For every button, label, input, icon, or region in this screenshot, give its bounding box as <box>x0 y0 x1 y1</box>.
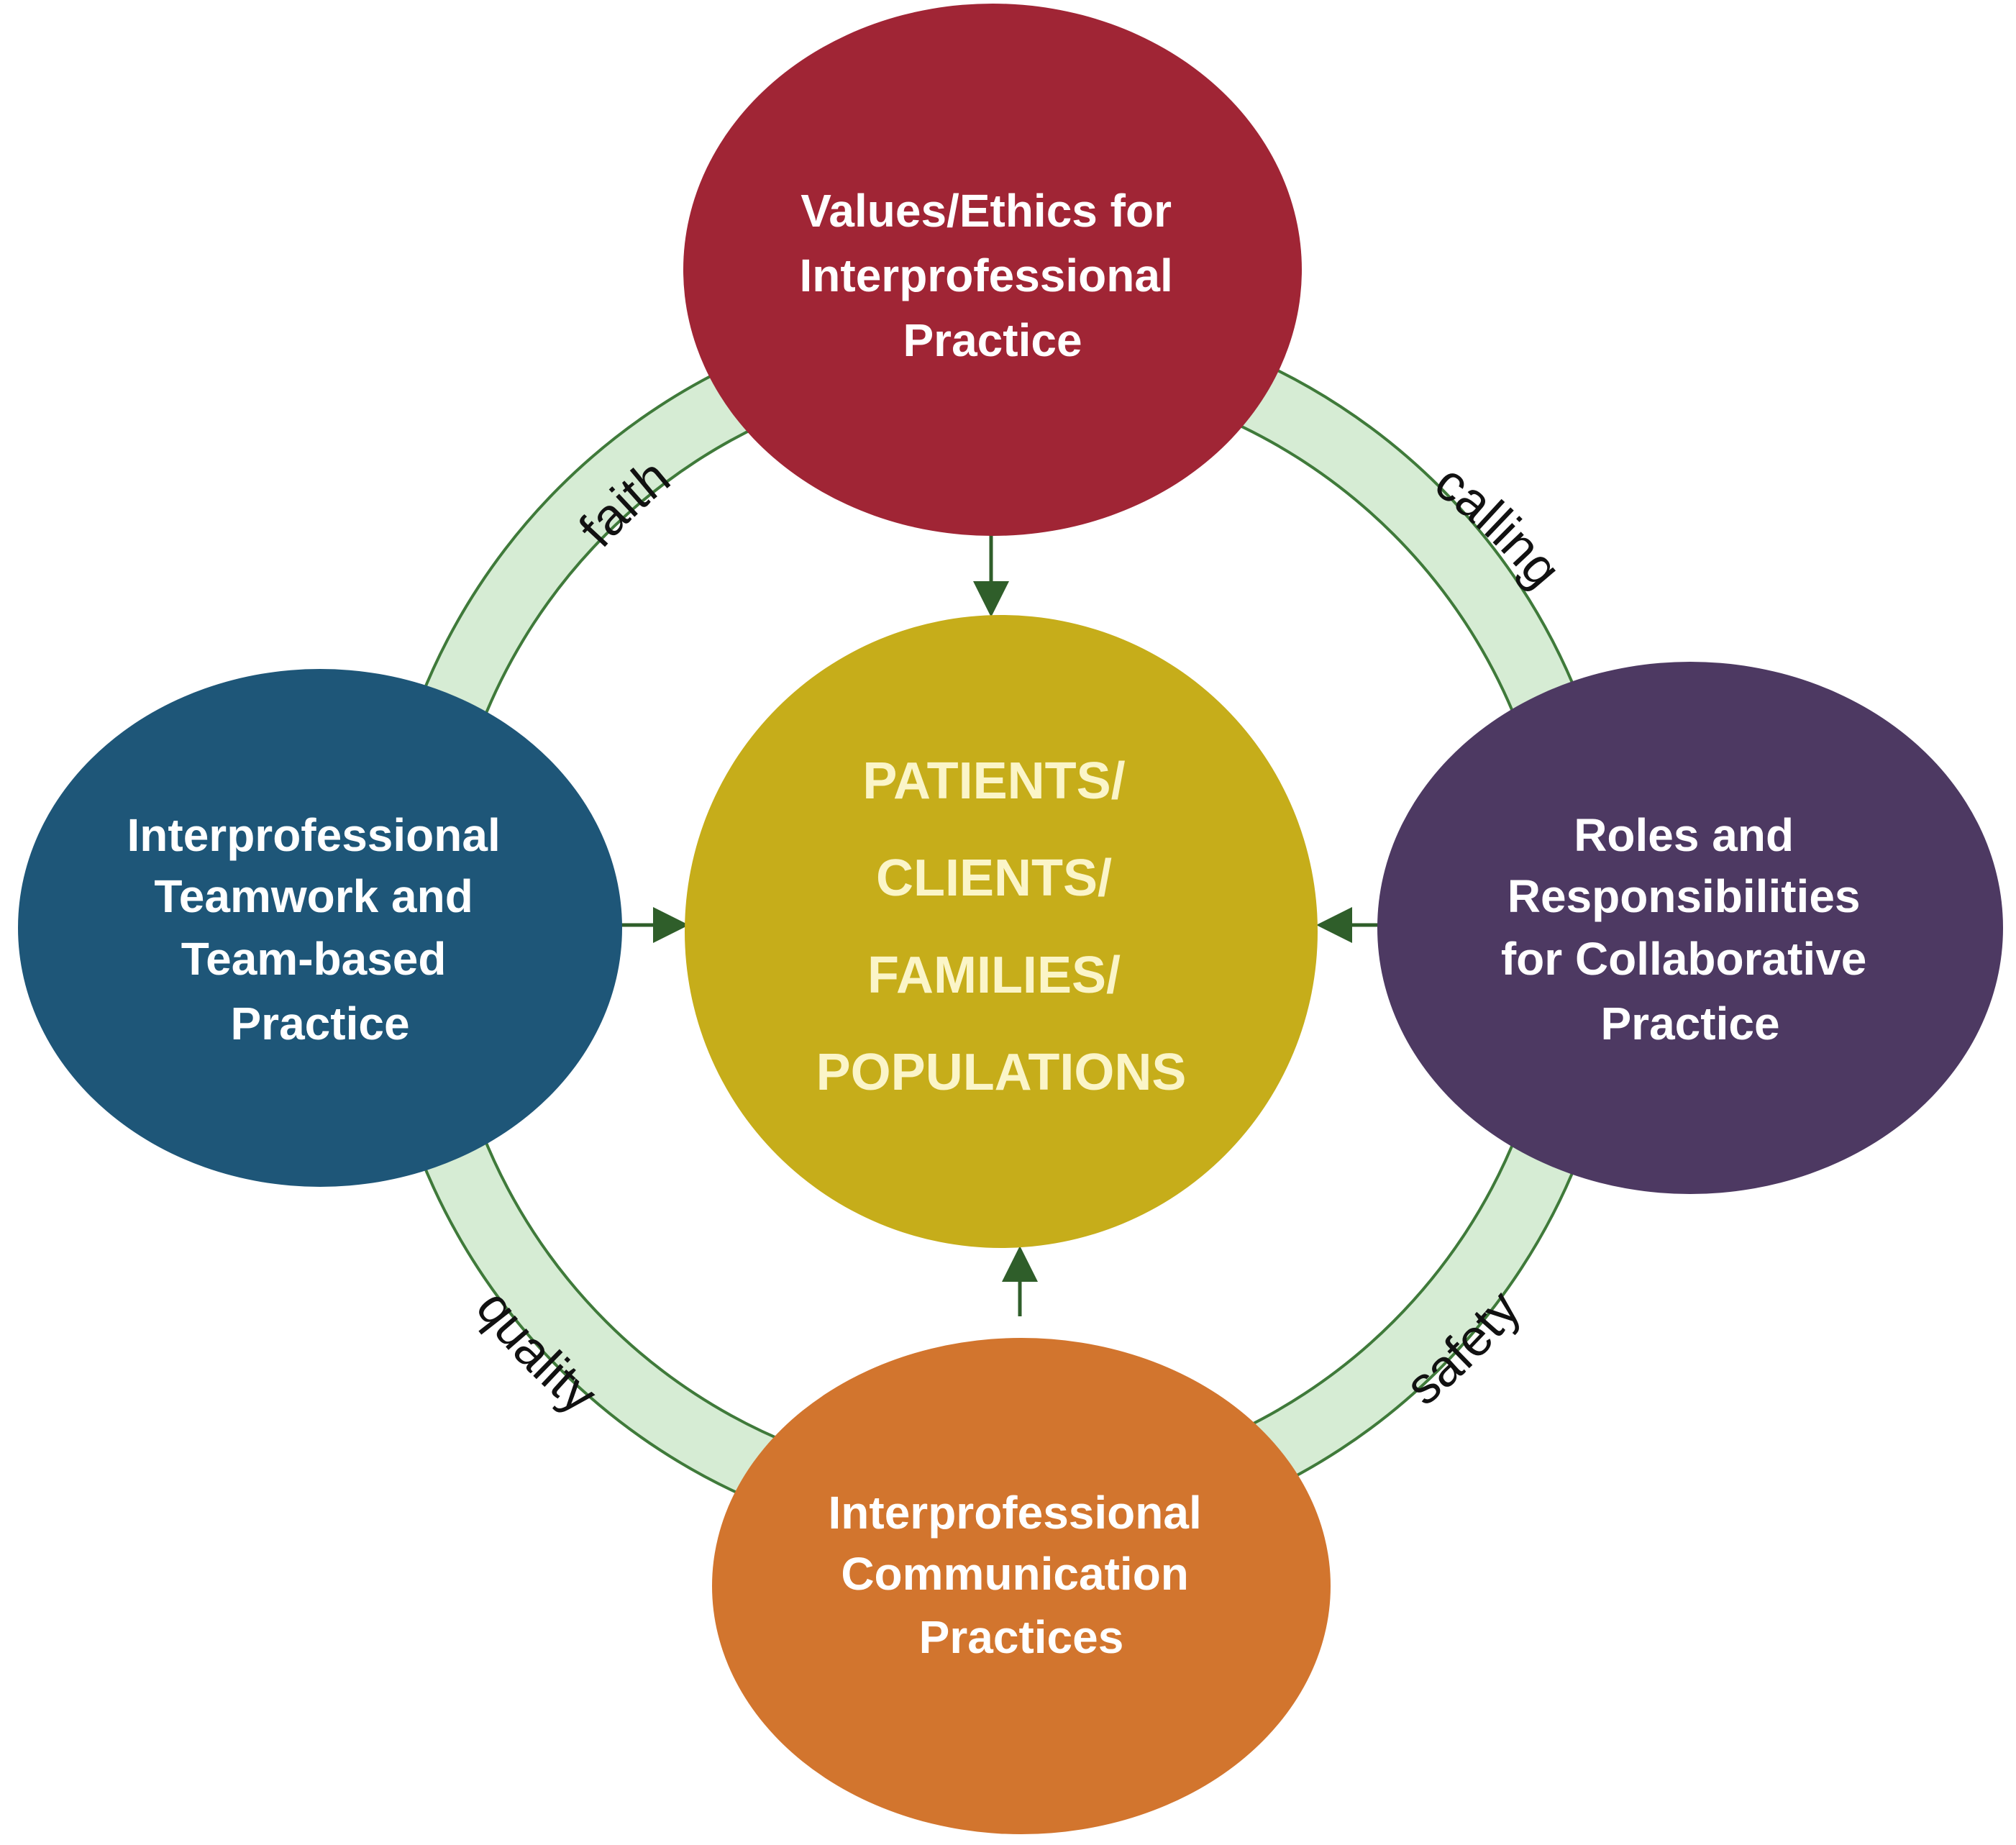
node-teamwork-line-1: Interprofessional <box>127 809 501 861</box>
node-communication-label: Interprofessional Communication Practice… <box>829 1487 1215 1663</box>
center-label: PATIENTS/ CLIENTS/ FAMILIES/ POPULATIONS <box>816 752 1187 1101</box>
node-communication-line-3: Practices <box>919 1611 1124 1663</box>
center-node: PATIENTS/ CLIENTS/ FAMILIES/ POPULATIONS <box>685 615 1318 1248</box>
node-roles-line-1: Roles and <box>1574 809 1794 861</box>
node-values-ethics-shape <box>683 4 1302 536</box>
node-roles-line-2: Responsibilities <box>1508 870 1861 922</box>
node-teamwork-shape <box>18 669 622 1187</box>
node-values-ethics-label: Values/Ethics for Interprofessional Prac… <box>800 185 1186 366</box>
center-label-line-2: CLIENTS/ <box>876 849 1112 907</box>
node-roles-shape <box>1377 662 2003 1194</box>
node-communication: Interprofessional Communication Practice… <box>712 1338 1331 1834</box>
node-values-ethics-line-1: Values/Ethics for <box>801 185 1172 237</box>
node-teamwork-line-4: Practice <box>230 998 409 1049</box>
node-roles-line-4: Practice <box>1600 998 1779 1049</box>
center-label-line-3: FAMILIES/ <box>867 947 1121 1004</box>
node-communication-line-2: Communication <box>841 1548 1189 1600</box>
node-communication-shape <box>712 1338 1331 1834</box>
node-communication-line-1: Interprofessional <box>829 1487 1202 1539</box>
node-teamwork-line-2: Teamwork and <box>154 870 473 922</box>
node-teamwork: Interprofessional Teamwork and Team-base… <box>18 669 622 1187</box>
node-roles: Roles and Responsibilities for Collabora… <box>1377 662 2003 1194</box>
node-values-ethics: Values/Ethics for Interprofessional Prac… <box>683 4 1302 536</box>
node-values-ethics-line-3: Practice <box>903 314 1082 366</box>
center-circle <box>685 615 1318 1248</box>
center-label-line-4: POPULATIONS <box>816 1044 1187 1101</box>
node-values-ethics-line-2: Interprofessional <box>800 250 1173 301</box>
node-teamwork-line-3: Team-based <box>181 933 447 985</box>
center-label-line-1: PATIENTS/ <box>862 752 1125 810</box>
arrows <box>619 532 1387 1316</box>
node-roles-line-3: for Collaborative <box>1501 933 1867 985</box>
node-teamwork-label: Interprofessional Teamwork and Team-base… <box>127 809 514 1049</box>
node-roles-label: Roles and Responsibilities for Collabora… <box>1501 809 1879 1049</box>
